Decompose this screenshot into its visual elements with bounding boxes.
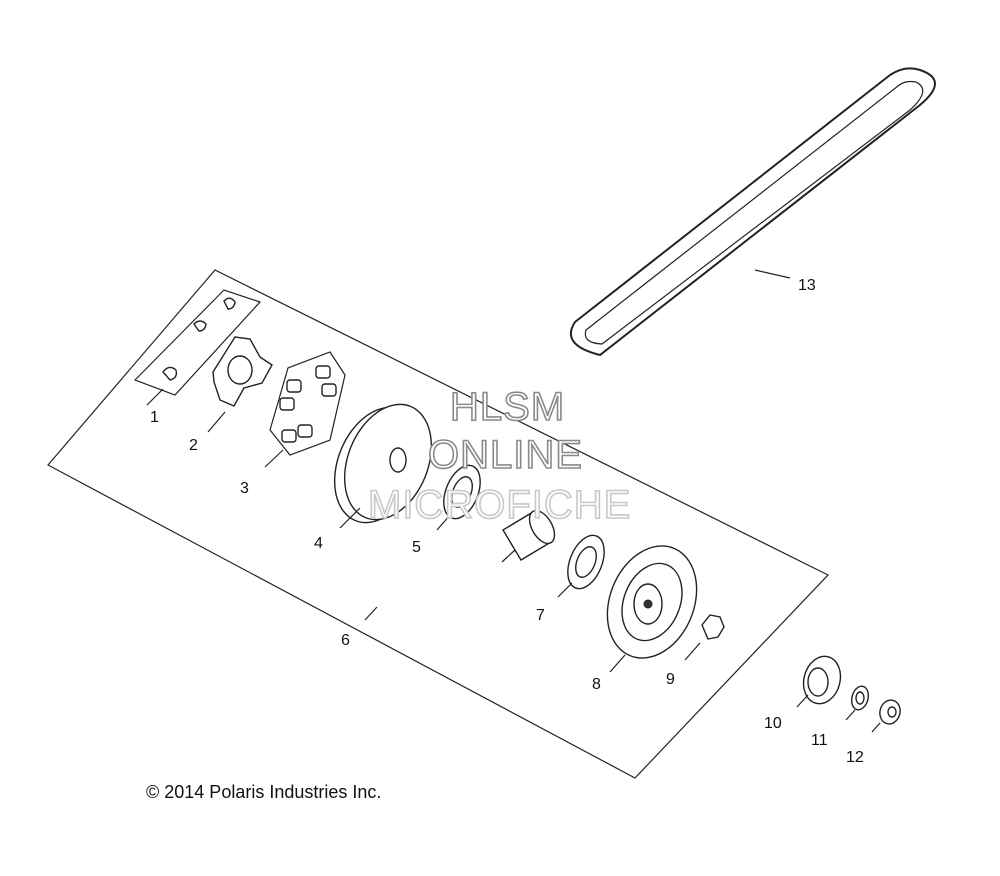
- callout-4: 4: [314, 535, 323, 552]
- part-3-rollers: [264, 351, 346, 468]
- callout-1: 1: [150, 409, 159, 426]
- watermark-line-3: MICROFICHE: [368, 483, 631, 527]
- part-8-fixed-sheave: [606, 545, 698, 673]
- callout-6-leader: [364, 606, 378, 621]
- callout-11: 11: [811, 732, 828, 749]
- collar-sleeve: [501, 509, 556, 563]
- part-9-gear-nut: [684, 614, 725, 661]
- callout-2: 2: [189, 437, 198, 454]
- callout-3: 3: [240, 480, 249, 497]
- callout-9: 9: [666, 671, 675, 688]
- callout-13: 13: [798, 277, 816, 294]
- copyright-notice: © 2014 Polaris Industries Inc.: [146, 782, 382, 802]
- callout-12: 12: [846, 749, 864, 766]
- callout-8: 8: [592, 676, 601, 693]
- part-2-ramp-plate: [207, 336, 273, 433]
- part-5-bushing: [436, 464, 481, 531]
- watermark-line-1: HLSM: [450, 385, 565, 429]
- callout-5: 5: [412, 539, 421, 556]
- part-1-clips: [133, 289, 262, 406]
- part-11-washer: [845, 685, 870, 721]
- part-12-nut: [871, 699, 901, 733]
- assembly-outline: [47, 269, 829, 779]
- callout-10: 10: [764, 715, 782, 732]
- part-4-movable-sheave: [333, 403, 433, 529]
- callout-7: 7: [536, 607, 545, 624]
- part-13-drive-belt: [569, 67, 936, 357]
- part-10-drive-plate: [796, 655, 842, 708]
- watermark-line-2: ONLINE: [428, 433, 583, 477]
- part-7-bushing: [557, 534, 605, 598]
- callout-6: 6: [341, 632, 350, 649]
